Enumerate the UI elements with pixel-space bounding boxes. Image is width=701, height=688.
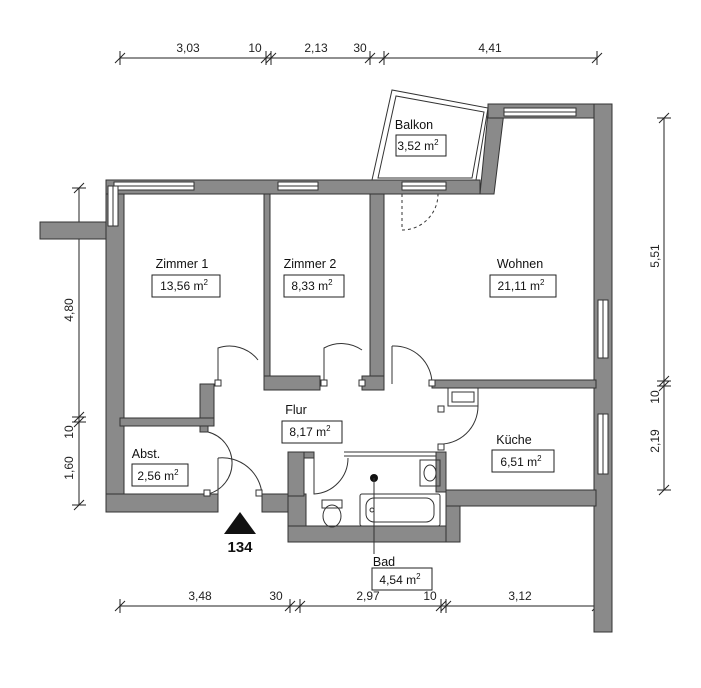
dim-left-2: 10 — [62, 425, 76, 439]
dim-top-2: 10 — [248, 41, 262, 55]
room-area-abst: 2,56 m2 — [137, 468, 179, 483]
windows — [107, 107, 609, 475]
dim-top-1: 3,03 — [176, 41, 200, 55]
room-area-balkon: 3,52 m2 — [397, 138, 439, 153]
dimension-bottom: 3,48 30 2,97 10 3,12 — [114, 589, 603, 613]
room-area-wohnen: 21,11 m2 — [498, 278, 545, 293]
dim-bottom-4: 10 — [423, 589, 437, 603]
dim-top-4: 30 — [353, 41, 367, 55]
room-flur: Flur 8,17 m2 — [281, 403, 343, 444]
room-zimmer1: Zimmer 1 13,56 m2 — [151, 257, 221, 298]
dim-bottom-5: 3,12 — [508, 589, 532, 603]
room-wohnen: Wohnen 21,11 m2 — [489, 257, 557, 298]
dimension-top: 3,03 10 2,13 30 4,41 — [114, 41, 603, 65]
room-name-flur: Flur — [285, 403, 307, 417]
doors — [203, 193, 479, 497]
entrance-marker: 134 — [224, 512, 256, 556]
dim-right-2: 10 — [648, 390, 662, 404]
room-area-kueche: 6,51 m2 — [500, 454, 542, 469]
room-zimmer2: Zimmer 2 8,33 m2 — [283, 257, 345, 298]
room-name-wohnen: Wohnen — [497, 257, 543, 271]
room-name-zimmer2: Zimmer 2 — [284, 257, 337, 271]
dim-bottom-3: 2,97 — [356, 589, 380, 603]
dim-right-3: 2,19 — [648, 429, 662, 453]
dimension-right: 5,51 10 2,19 — [648, 112, 671, 496]
room-name-abst: Abst. — [132, 447, 161, 461]
dim-bottom-1: 3,48 — [188, 589, 212, 603]
room-name-balkon: Balkon — [395, 118, 433, 132]
dim-left-3: 1,60 — [62, 456, 76, 480]
room-name-bad: Bad — [373, 555, 395, 569]
room-name-zimmer1: Zimmer 1 — [156, 257, 209, 271]
room-area-bad: 4,54 m2 — [379, 572, 421, 587]
dim-top-5: 4,41 — [478, 41, 502, 55]
bad-label-connector — [370, 474, 378, 554]
room-area-zimmer2: 8,33 m2 — [291, 278, 333, 293]
dim-right-1: 5,51 — [648, 244, 662, 268]
dim-top-3: 2,13 — [304, 41, 328, 55]
fixtures — [321, 387, 479, 528]
room-abst: Abst. 2,56 m2 — [131, 447, 189, 487]
room-balkon: Balkon 3,52 m2 — [395, 118, 447, 157]
room-bad: Bad 4,54 m2 — [371, 555, 433, 591]
room-area-flur: 8,17 m2 — [289, 424, 331, 439]
apartment-number: 134 — [227, 539, 253, 556]
room-name-kueche: Küche — [496, 433, 531, 447]
dimension-left: 4,80 10 1,60 — [62, 182, 86, 511]
room-area-zimmer1: 13,56 m2 — [160, 278, 208, 293]
walls — [39, 103, 613, 633]
room-kueche: Küche 6,51 m2 — [491, 433, 555, 473]
entrance-arrow-icon — [224, 512, 256, 534]
balcony-outline — [371, 89, 489, 181]
dim-bottom-2: 30 — [269, 589, 283, 603]
dim-left-1: 4,80 — [62, 298, 76, 322]
